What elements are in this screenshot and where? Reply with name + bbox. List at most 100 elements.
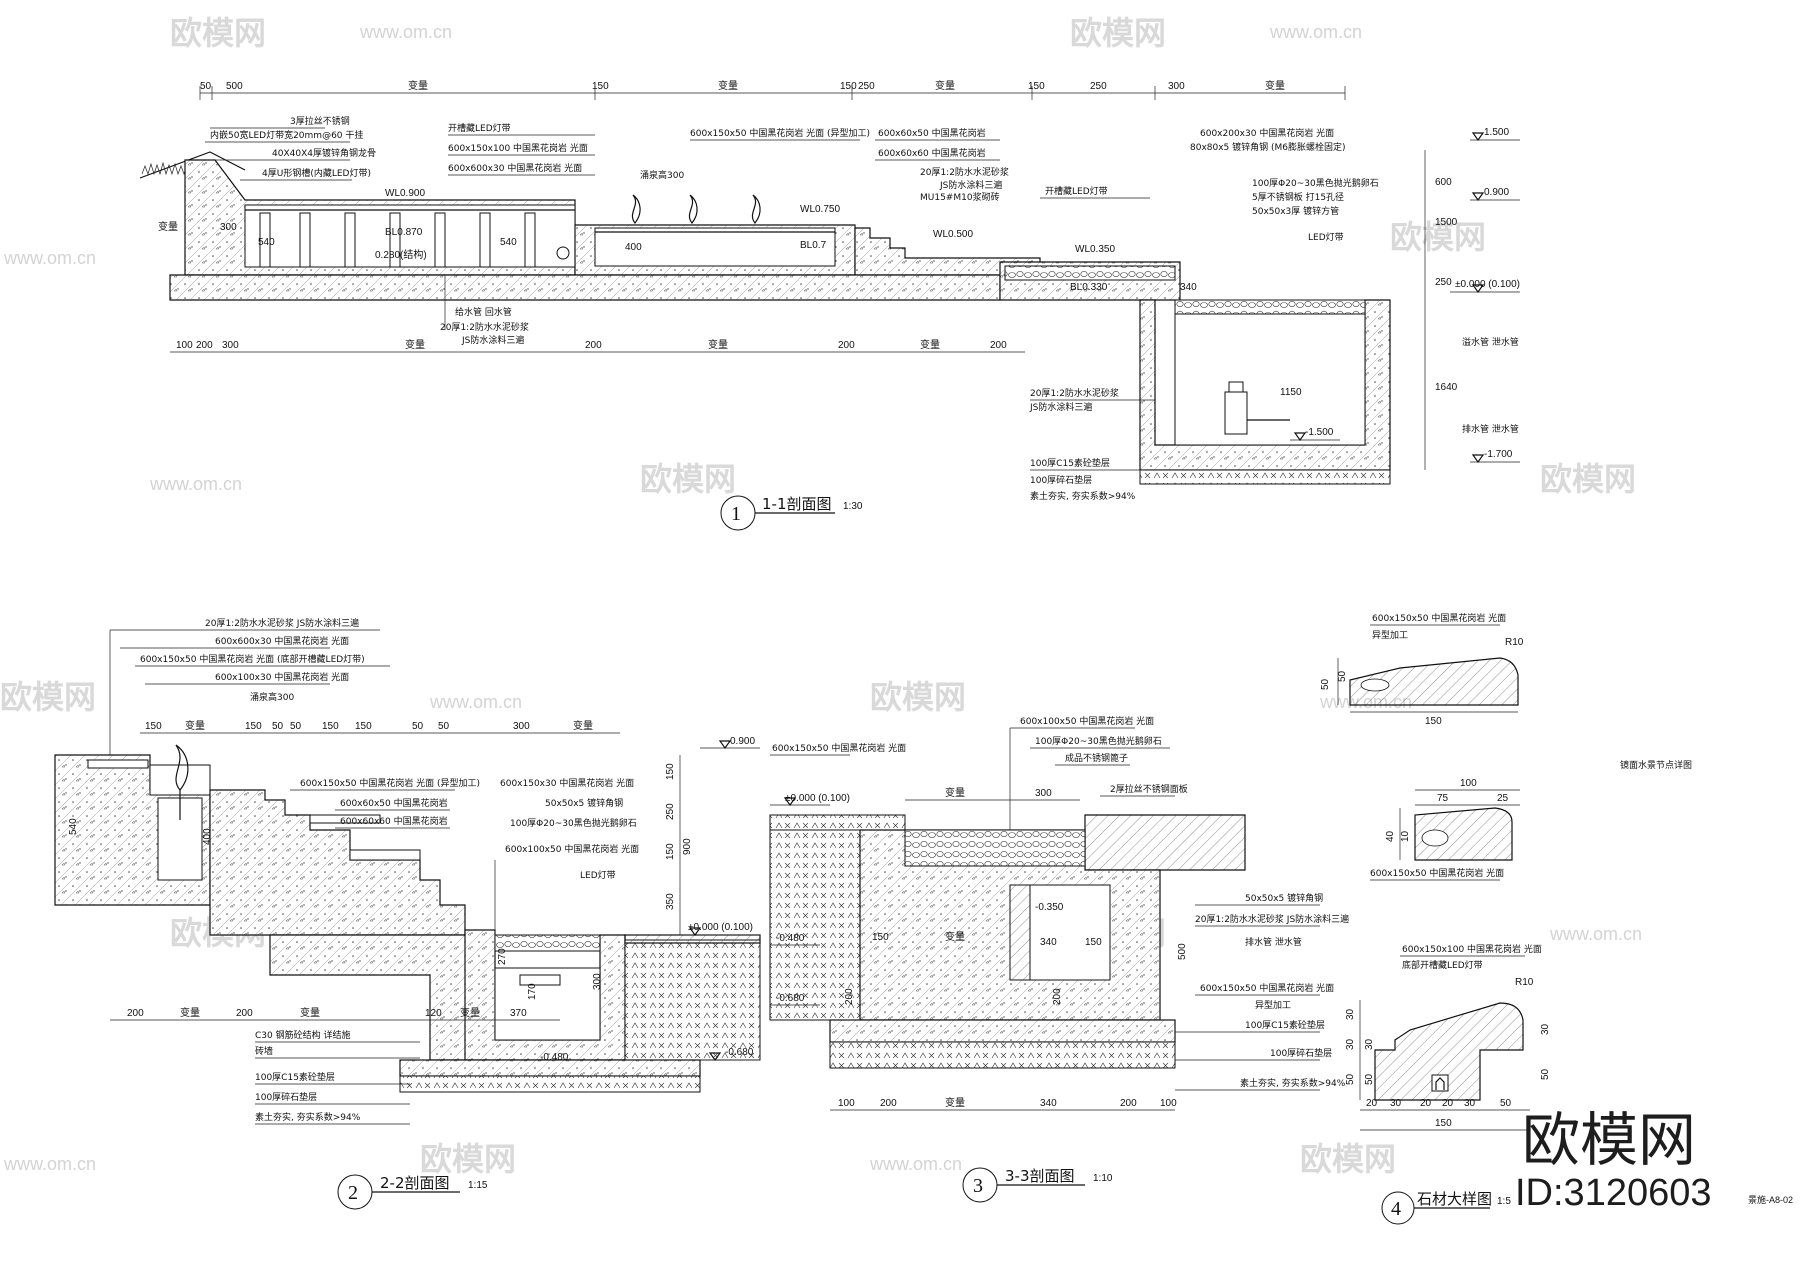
svg-text:50: 50 (1364, 1073, 1375, 1085)
pebble-layer (904, 829, 1086, 867)
svg-text:素土夯实, 夯实系数>94%: 素土夯实, 夯实系数>94% (1030, 490, 1136, 502)
top-dim-label: 变量 (935, 79, 955, 92)
svg-text:0.900: 0.900 (1484, 187, 1509, 198)
level-marker: ±0.000 (0.100) (680, 922, 760, 937)
bottom-dim-label: 变量 (405, 338, 425, 351)
water-level-tag: WL0.350 (1075, 244, 1115, 255)
top-dim-label: 150 (1028, 81, 1045, 92)
svg-text:给水管 回水管: 给水管 回水管 (455, 306, 512, 318)
svg-text:30: 30 (1540, 1023, 1551, 1035)
gravel-layer (399, 1075, 701, 1093)
svg-text:开槽藏LED灯带: 开槽藏LED灯带 (448, 122, 511, 134)
svg-text:150: 150 (1435, 1118, 1452, 1129)
top-dim-label: 300 (1168, 81, 1185, 92)
svg-text:600x150x100 中国黑花岗岩 光面: 600x150x100 中国黑花岗岩 光面 (448, 142, 588, 154)
top-dim-label: 变量 (573, 719, 593, 732)
section-scale: 1:15 (468, 1180, 488, 1191)
watermark-layer: 欧模网 www.om.cn 欧模网 www.om.cn 欧模网 www.om.c… (0, 14, 1642, 1178)
svg-text:20厚1:2防水水泥砂浆 JS防水涂料三遍: 20厚1:2防水水泥砂浆 JS防水涂料三遍 (1195, 913, 1349, 925)
svg-text:600x100x30 中国黑花岗岩 光面: 600x100x30 中国黑花岗岩 光面 (215, 671, 349, 683)
sheet-number: 景施-A8-02 (1748, 1194, 1793, 1205)
watermark-logo: 欧模网 (1540, 460, 1636, 498)
top-dim-label: 变量 (718, 79, 738, 92)
watermark-url: www.om.cn (3, 1154, 96, 1174)
svg-text:100厚碎石垫层: 100厚碎石垫层 (1270, 1047, 1332, 1059)
bottom-dim-label: 变量 (180, 1006, 200, 1019)
inner-dim-label: 150 (1085, 937, 1102, 948)
bottom-dim-label: 200 (880, 1098, 897, 1109)
svg-text:600x600x30 中国黑花岗岩 光面: 600x600x30 中国黑花岗岩 光面 (448, 162, 582, 174)
svg-text:排水管 泄水管: 排水管 泄水管 (1462, 423, 1519, 435)
svg-text:1.500: 1.500 (1484, 127, 1509, 138)
paving-left (769, 814, 906, 831)
section-title: 石材大样图 (1417, 1190, 1492, 1208)
top-dim-label: 250 (858, 81, 875, 92)
svg-text:30: 30 (1364, 1038, 1375, 1050)
watermark-logo: 欧模网 (0, 678, 96, 716)
top-dim-label: 150 (322, 721, 339, 732)
svg-text:50: 50 (1500, 1098, 1512, 1109)
pebble-layer (494, 934, 601, 952)
annotation-group-left: 3厚拉丝不锈钢 内嵌50宽LED灯带宽20mm@60 干挂 40X40X4厚镀锌… (205, 115, 376, 181)
watermark-logo: 欧模网 (1390, 218, 1486, 256)
pit-dim-label: 1150 (1280, 387, 1302, 398)
bottom-dim-label: 200 (236, 1008, 253, 1019)
top-dim-label: 150 (355, 721, 372, 732)
svg-text:LED灯带: LED灯带 (580, 870, 616, 881)
svg-text:600x100x50 中国黑花岗岩 光面: 600x100x50 中国黑花岗岩 光面 (1020, 715, 1154, 727)
section-1-1: 50 500 变量 150 变量 150 250 变量 150 250 300 … (139, 79, 1520, 531)
svg-text:100厚碎石垫层: 100厚碎石垫层 (255, 1091, 317, 1103)
svg-text:-1.500: -1.500 (1305, 427, 1334, 438)
depth-label: 400 (202, 828, 213, 845)
svg-text:100厚Φ20~30黑色抛光鹅卵石: 100厚Φ20~30黑色抛光鹅卵石 (510, 817, 637, 829)
svg-text:LED灯带: LED灯带 (1308, 232, 1344, 243)
inner-dim-label: 340 (1040, 937, 1057, 948)
svg-text:涌泉高300: 涌泉高300 (250, 691, 294, 703)
side-label: 变量 (158, 220, 178, 233)
water-level-tag: BL0.330 (1070, 282, 1108, 293)
svg-text:600x150x50 中国黑花岗岩 光面 (异型加工): 600x150x50 中国黑花岗岩 光面 (异型加工) (300, 777, 480, 789)
svg-text:内嵌50宽LED灯带宽20mm@60 干挂: 内嵌50宽LED灯带宽20mm@60 干挂 (210, 129, 363, 141)
level-marker: 0.900 (700, 736, 760, 750)
level-marker: -1.700 (1470, 449, 1520, 464)
section-number: 2 (348, 1182, 358, 1204)
level-marker: -1.500 (1290, 427, 1340, 442)
svg-text:600x60x50 中国黑花岗岩: 600x60x50 中国黑花岗岩 (878, 127, 986, 139)
annotation-group-right: 600x150x50 中国黑花岗岩 光面 (异型加工) 600x60x50 中国… (690, 127, 1150, 203)
top-dim-label: 500 (226, 81, 243, 92)
annotation-group-top: 20厚1:2防水水泥砂浆 JS防水涂料三遍 600x600x30 中国黑花岗岩 … (109, 617, 390, 760)
watermark-logo: 欧模网 (1070, 14, 1166, 52)
fountain-icon (631, 194, 761, 224)
depth-label: 300 (220, 222, 237, 233)
annotation-group-middle: 开槽藏LED灯带 600x150x100 中国黑花岗岩 光面 600x600x3… (448, 122, 684, 181)
svg-text:600x100x50 中国黑花岗岩 光面: 600x100x50 中国黑花岗岩 光面 (505, 843, 639, 855)
svg-text:600x150x100 中国黑花岗岩 光面: 600x150x100 中国黑花岗岩 光面 (1402, 943, 1542, 955)
svg-text:排水管 泄水管: 排水管 泄水管 (1245, 936, 1302, 948)
top-dim-label: 50 (412, 721, 424, 732)
svg-text:50: 50 (1337, 670, 1348, 682)
svg-text:JS防水涂料三遍: JS防水涂料三遍 (461, 334, 524, 346)
svg-text:50x50x3厚 镀锌方管: 50x50x3厚 镀锌方管 (1252, 205, 1339, 217)
svg-text:100厚C15素砼垫层: 100厚C15素砼垫层 (255, 1071, 335, 1083)
water-level-tag: BL0.870 (385, 227, 423, 238)
svg-text:2厚拉丝不锈钢面板: 2厚拉丝不锈钢面板 (1110, 783, 1188, 795)
svg-text:20: 20 (1420, 1098, 1432, 1109)
svg-text:30: 30 (1464, 1098, 1476, 1109)
fountain-icon (175, 744, 189, 820)
step-stone (309, 814, 381, 824)
svg-text:100厚碎石垫层: 100厚碎石垫层 (1030, 474, 1092, 486)
level-marker: -0.680 (700, 1047, 760, 1062)
bottom-dim-label: 200 (990, 340, 1007, 351)
brand-id: ID:3120603 (1515, 1172, 1712, 1214)
stone-profile-3: 600x150x100 中国黑花岗岩 光面 底部开槽藏LED灯带 30 30 5… (1345, 943, 1551, 1131)
svg-text:600x60x50 中国黑花岗岩: 600x60x50 中国黑花岗岩 (340, 797, 448, 809)
top-dim-label: 300 (513, 721, 530, 732)
svg-text:600x150x50 中国黑花岗岩 光面 (底部开槽藏LED: 600x150x50 中国黑花岗岩 光面 (底部开槽藏LED灯带) (140, 653, 365, 665)
level-marker: -0.480 (770, 933, 820, 946)
right-dim-label: 1500 (1435, 217, 1458, 228)
svg-text:0.900: 0.900 (730, 736, 755, 747)
svg-text:成品不锈钢篦子: 成品不锈钢篦子 (1065, 752, 1128, 764)
svg-text:-0.480: -0.480 (776, 933, 805, 944)
top-dim-label: 50 (290, 721, 302, 732)
